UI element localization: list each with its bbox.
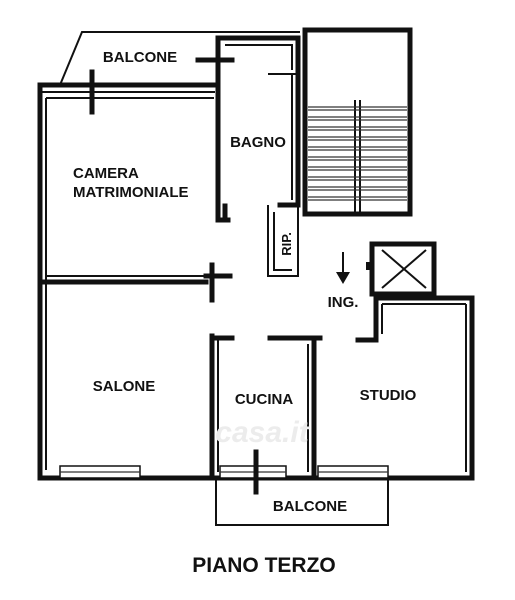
label-salone: SALONE xyxy=(93,378,156,395)
label-balcone-top: BALCONE xyxy=(103,49,177,66)
label-camera-line1: CAMERA xyxy=(73,165,139,182)
entrance-arrow-icon xyxy=(336,252,350,284)
door-markers xyxy=(89,57,259,495)
bathroom-walls xyxy=(215,35,301,223)
partition-cucina-studio xyxy=(267,295,466,481)
floor-title: PIANO TERZO xyxy=(192,554,336,577)
elevator-shaft xyxy=(366,241,437,297)
bottom-windows xyxy=(59,465,389,479)
stairwell xyxy=(302,27,413,217)
stair-steps xyxy=(308,106,407,201)
label-studio: STUDIO xyxy=(360,387,417,404)
label-rip: RIP. xyxy=(279,232,294,256)
balcony-bottom-outline xyxy=(215,480,389,526)
label-balcone-bottom: BALCONE xyxy=(273,498,347,515)
partition-camera-salone xyxy=(37,262,233,303)
label-camera-line2: MATRIMONIALE xyxy=(73,184,189,201)
storage-walls xyxy=(267,205,299,277)
label-cucina: CUCINA xyxy=(235,391,293,408)
partition-salone-cucina xyxy=(209,333,235,481)
watermark: casa.it xyxy=(215,416,310,449)
label-bagno: BAGNO xyxy=(230,134,286,151)
label-ing: ING. xyxy=(328,294,359,311)
